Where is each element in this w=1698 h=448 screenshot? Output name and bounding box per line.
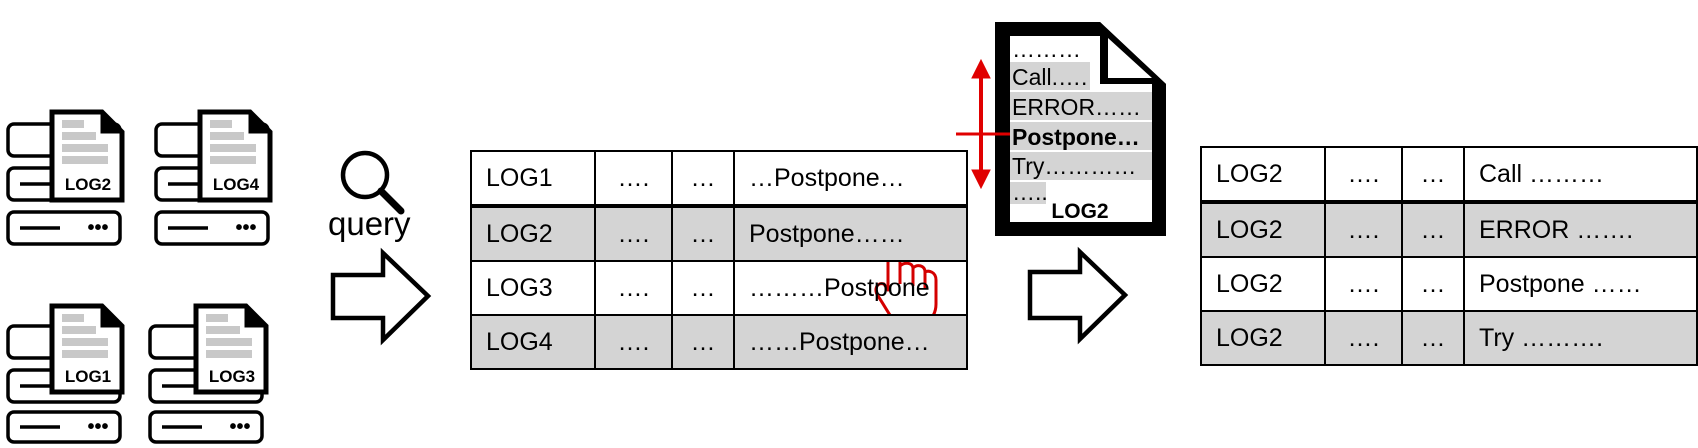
log-doc-line: ….. bbox=[1012, 179, 1048, 205]
server-label: LOG1 bbox=[65, 367, 111, 386]
log-name-cell: LOG3 bbox=[470, 260, 596, 316]
message-cell: Postpone…… bbox=[733, 205, 968, 262]
search-table-row: LOG1….……Postpone… bbox=[470, 150, 968, 208]
ellipsis-cell: …. bbox=[594, 260, 673, 316]
search-table-row: LOG4….………Postpone… bbox=[470, 314, 968, 370]
ellipsis-cell: …. bbox=[1324, 201, 1403, 258]
log-name-cell: LOG2 bbox=[1200, 310, 1326, 366]
log-file-icon bbox=[49, 303, 125, 395]
log-doc-line: Call.…. bbox=[1012, 64, 1087, 90]
server-stack-log2: ••• LOG2 bbox=[6, 109, 125, 246]
server-stack-log1: ••• LOG1 bbox=[6, 303, 125, 444]
server-label: LOG4 bbox=[213, 175, 260, 194]
detail-table-row: LOG2….…Postpone …… bbox=[1200, 256, 1698, 312]
search-table-row: LOG2….…Postpone…… bbox=[470, 205, 968, 262]
log-name-cell: LOG2 bbox=[1200, 201, 1326, 258]
search-table-row: LOG3….…………Postpone bbox=[470, 260, 968, 316]
log-doc-line: Try………… bbox=[1012, 153, 1136, 179]
detail-table-row: LOG2….…Call ……… bbox=[1200, 146, 1698, 204]
message-cell: Postpone …… bbox=[1463, 256, 1698, 312]
outline-right-arrow-icon bbox=[330, 247, 432, 346]
log-name-cell: LOG2 bbox=[470, 205, 596, 262]
query-label: query bbox=[328, 205, 411, 242]
server-stack-log3: ••• LOG3 bbox=[148, 303, 269, 444]
outline-right-arrow-icon bbox=[1027, 246, 1129, 345]
message-cell: …Postpone… bbox=[733, 150, 968, 208]
log-file-icon bbox=[49, 109, 125, 203]
ellipsis-cell: … bbox=[671, 260, 735, 316]
log-name-cell: LOG1 bbox=[470, 150, 596, 208]
server-label: LOG3 bbox=[209, 367, 255, 386]
ellipsis-cell: …. bbox=[1324, 256, 1403, 312]
ellipsis-cell: …. bbox=[1324, 310, 1403, 366]
detail-table-row: LOG2….…Try ………. bbox=[1200, 310, 1698, 366]
ellipsis-cell: … bbox=[671, 150, 735, 208]
ellipsis-cell: …. bbox=[594, 314, 673, 370]
ellipsis-cell: … bbox=[1401, 310, 1465, 366]
detail-table-row: LOG2….…ERROR ……. bbox=[1200, 201, 1698, 258]
ellipsis-cell: …. bbox=[594, 150, 673, 208]
log-file-icon bbox=[193, 303, 269, 395]
message-cell: ……Postpone… bbox=[733, 314, 968, 370]
server-rack-dots: ••• bbox=[229, 416, 250, 438]
log2-detail-table: LOG2….…Call ………LOG2….…ERROR …….LOG2….…Po… bbox=[1200, 146, 1698, 366]
message-cell: Try ………. bbox=[1463, 310, 1698, 366]
log-document: ……… Call.…. ERROR…… Postpone… Try………… ….… bbox=[995, 22, 1166, 236]
ellipsis-cell: … bbox=[671, 314, 735, 370]
server-stack-log4: ••• LOG4 bbox=[154, 109, 273, 246]
message-cell: ERROR ……. bbox=[1463, 201, 1698, 258]
message-cell: ………Postpone bbox=[733, 260, 968, 316]
server-label: LOG2 bbox=[65, 175, 111, 194]
magnifier-icon bbox=[340, 150, 405, 215]
ellipsis-cell: …. bbox=[1324, 146, 1403, 204]
log-name-cell: LOG2 bbox=[1200, 146, 1326, 204]
message-cell: Call ……… bbox=[1463, 146, 1698, 204]
ellipsis-cell: … bbox=[1401, 256, 1465, 312]
log-doc-line-highlight: Postpone… bbox=[1012, 124, 1140, 150]
log-doc-title: LOG2 bbox=[1051, 200, 1108, 223]
ellipsis-cell: …. bbox=[594, 205, 673, 262]
server-rack-dots: ••• bbox=[87, 416, 108, 438]
log-doc-line: ERROR…… bbox=[1012, 94, 1141, 120]
log-file-icon bbox=[197, 109, 273, 203]
search-results-table: LOG1….……Postpone…LOG2….…Postpone……LOG3….… bbox=[470, 150, 968, 370]
ellipsis-cell: … bbox=[1401, 146, 1465, 204]
ellipsis-cell: … bbox=[1401, 201, 1465, 258]
vertical-double-arrow-icon bbox=[956, 58, 1010, 190]
log-doc-line: ……… bbox=[1012, 36, 1081, 62]
ellipsis-cell: … bbox=[671, 205, 735, 262]
log-name-cell: LOG4 bbox=[470, 314, 596, 370]
log-name-cell: LOG2 bbox=[1200, 256, 1326, 312]
server-rack-dots: ••• bbox=[235, 217, 256, 239]
server-rack-dots: ••• bbox=[87, 217, 108, 239]
